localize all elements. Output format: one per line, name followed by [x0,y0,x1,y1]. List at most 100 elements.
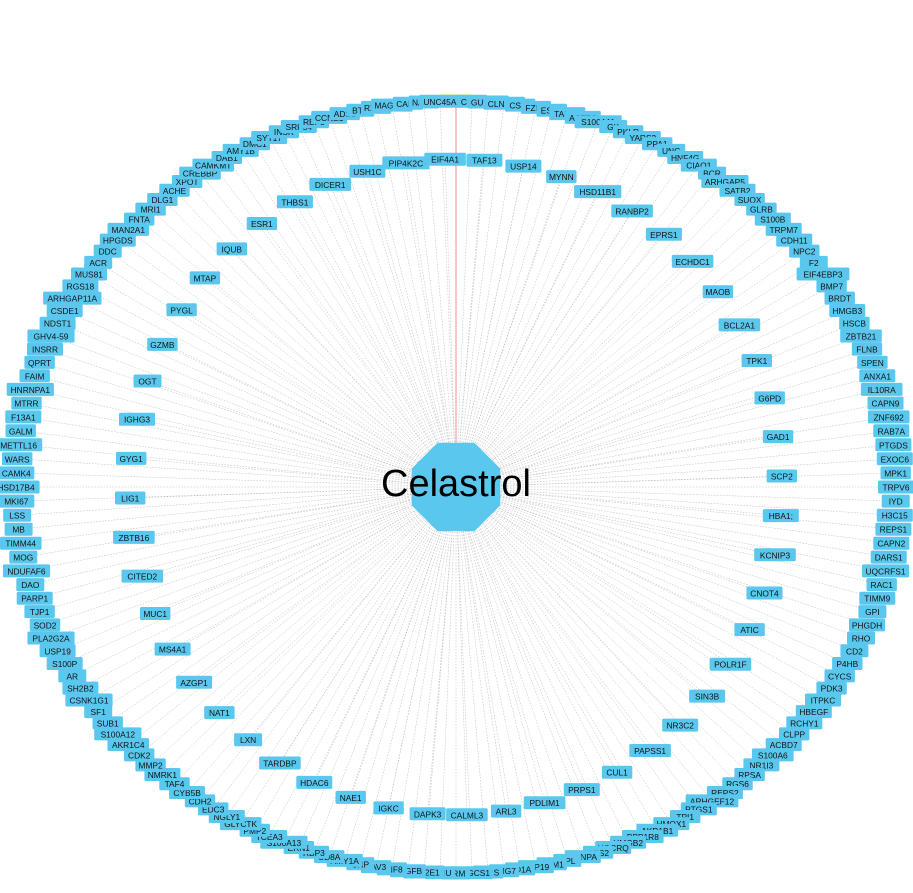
node-fnta[interactable]: FNTA [124,212,155,226]
node-cited2[interactable]: CITED2 [121,569,164,583]
node-muc1[interactable]: MUC1 [140,607,171,620]
node-zbtb21[interactable]: ZBTB21 [840,329,882,343]
node-cul1[interactable]: CUL1 [601,765,633,779]
node-unc45a[interactable]: UNC45A [419,94,461,108]
node-pdk3[interactable]: PDK3 [816,681,847,695]
node-npc2[interactable]: NPC2 [789,244,820,258]
node-f13a1[interactable]: F13A1 [5,410,42,424]
node-znf692[interactable]: ZNF692 [867,410,910,424]
node-spen[interactable]: SPEN [857,355,888,369]
node-pip4k2c[interactable]: PIP4K2C [382,156,430,170]
node-tjp1[interactable]: TJP1 [24,605,55,619]
node-mtap[interactable]: MTAP [189,271,221,285]
node-gzmb[interactable]: GZMB [147,337,178,351]
node-uqcrfs1[interactable]: UQCRFS1 [861,564,910,578]
node-mpk1[interactable]: MPK1 [880,466,911,480]
node-flnb[interactable]: FLNB [851,342,883,356]
node-mettl16[interactable]: METTL16 [0,438,43,452]
node-eprs1[interactable]: EPRS1 [645,227,682,241]
node-brdt[interactable]: BRDT [824,291,855,305]
node-nat1[interactable]: NAT1 [204,706,235,720]
node-dapk3[interactable]: DAPK3 [409,807,446,821]
node-ush1c[interactable]: USH1C [349,164,386,178]
node-mus81[interactable]: MUS81 [71,267,107,281]
node-s100p[interactable]: S100P [46,657,83,670]
node-cdk2[interactable]: CDK2 [124,748,155,762]
node-lss[interactable]: LSS [3,508,32,522]
node-f2[interactable]: F2 [799,255,828,269]
node-rgs18[interactable]: RGS18 [62,279,99,293]
node-sf1[interactable]: SF1 [84,705,113,719]
node-hba1[interactable]: HBA1; [762,509,799,523]
node-sod2[interactable]: SOD2 [29,618,61,632]
node-igkc[interactable]: IGKC [373,801,404,815]
node-capn2[interactable]: CAPN2 [873,536,910,550]
node-trpm7[interactable]: TRPM7 [765,222,802,236]
node-rac1[interactable]: RAC1 [866,578,897,592]
node-prps1[interactable]: PRPS1 [563,783,600,797]
node-ghv4-59[interactable]: GHV4-59 [27,329,75,343]
node-cdh11[interactable]: CDH11 [776,233,813,247]
node-exoc6[interactable]: EXOC6 [876,452,913,466]
node-reps1[interactable]: REPS1 [875,522,912,536]
node-h3c15[interactable]: H3C15 [876,508,913,522]
node-pdlim1[interactable]: PDLIM1 [523,796,566,810]
node-rab7a[interactable]: RAB7A [873,424,910,438]
node-iyd[interactable]: IYD [881,494,910,508]
node-hpgds[interactable]: HPGDS [99,233,136,247]
node-ptgds[interactable]: PTGDS [875,438,912,452]
node-dars1[interactable]: DARS1 [870,550,907,564]
node-ms4a1[interactable]: MS4A1 [154,642,191,656]
node-cycs[interactable]: CYCS [824,669,855,683]
node-akr1c4[interactable]: AKR1C4 [107,738,150,752]
node-mynn[interactable]: MYNN [546,170,577,184]
node-kcnip3[interactable]: KCNIP3 [754,548,796,562]
node-wars[interactable]: WARS [2,452,33,466]
node-camk4[interactable]: CAMK4 [0,466,35,480]
node-sin3b[interactable]: SIN3B [689,689,726,703]
node-taf13[interactable]: TAF13 [466,153,503,167]
node-ddc[interactable]: DDC [93,244,122,258]
node-faim[interactable]: FAIM [19,369,50,383]
node-gad1[interactable]: GAD1 [762,430,794,444]
node-dicer1[interactable]: DICER1 [309,177,351,191]
node-clpp[interactable]: CLPP [779,727,810,741]
node-timm44[interactable]: TIMM44 [0,536,42,550]
node-usp19[interactable]: USP19 [39,644,76,658]
node-ogt[interactable]: OGT [133,374,162,388]
node-itpkc[interactable]: ITPKC [805,693,841,707]
node-hbegf[interactable]: HBEGF [795,705,832,719]
node-mb[interactable]: MB [4,522,33,536]
node-s100a6[interactable]: S100A6 [752,748,794,762]
node-gyg1[interactable]: GYG1 [116,451,147,465]
node-eif4a1[interactable]: EIF4A1 [424,152,466,166]
hub-node[interactable]: Celastrol [381,442,531,532]
node-capn9[interactable]: CAPN9 [867,396,904,410]
node-phgdh[interactable]: PHGDH [849,618,885,632]
node-lig1[interactable]: LIG1 [115,491,146,505]
node-scp2[interactable]: SCP2 [766,469,797,483]
node-man2a1[interactable]: MAN2A1 [107,222,150,236]
node-nae1[interactable]: NAE1 [335,790,366,804]
node-bcl2a1[interactable]: BCL2A1 [718,318,761,332]
node-lxn[interactable]: LXN [234,733,263,747]
node-csde1[interactable]: CSDE1 [46,304,83,317]
node-zbtb16[interactable]: ZBTB16 [113,530,155,544]
node-dao[interactable]: DAO [16,578,45,592]
node-hscb[interactable]: HSCB [839,316,870,330]
node-p4hb[interactable]: P4HB [832,657,863,670]
node-mog[interactable]: MOG [9,550,38,564]
node-sub1[interactable]: SUB1 [92,716,123,730]
node-echdc1[interactable]: ECHDC1 [671,254,714,268]
node-galm[interactable]: GALM [5,424,36,438]
node-hnrnpa1[interactable]: HNRNPA1 [6,382,54,396]
node-s100b[interactable]: S100B [754,212,791,226]
node-calml3[interactable]: CALML3 [446,808,488,822]
node-usp14[interactable]: USP14 [505,159,542,173]
node-arl3[interactable]: ARL3 [490,804,522,818]
node-ighg3[interactable]: IGHG3 [119,412,155,426]
node-cnot4[interactable]: CNOT4 [746,586,783,600]
node-nr3c2[interactable]: NR3C2 [662,718,699,732]
node-atic[interactable]: ATIC [734,623,765,637]
node-papss1[interactable]: PAPSS1 [629,744,671,757]
